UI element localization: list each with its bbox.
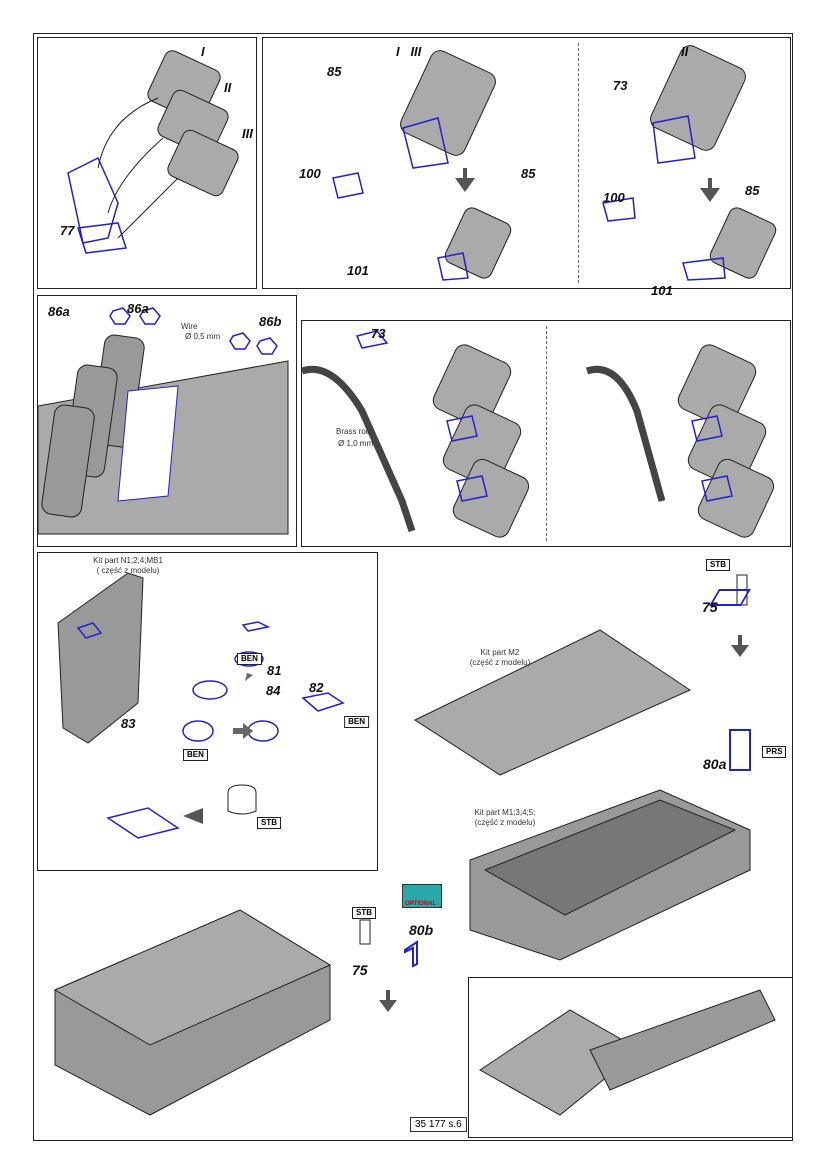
panel-cylinders-bracket: I II III 77 [37,37,257,289]
part-label: 86b [259,314,282,329]
rod-illustration [302,330,775,538]
material-tag: BEN [183,749,208,761]
part-label-80a: 80a [703,756,727,772]
divider [546,326,547,541]
panel-open-crate [468,977,793,1138]
part-label: 101 [651,283,673,298]
part-label-75: 75 [352,962,368,978]
material-tag-stb: STB [706,559,730,571]
jerrycan-illustration [57,572,345,839]
part-label: II [224,80,232,95]
panel-exhaust-nuts: 86a 86a 86b Wire Ø 0,5 mm [37,295,297,547]
material-tag: BEN [237,653,262,665]
part-label: 101 [347,263,369,278]
wire-label: Wire [181,322,198,331]
part-label: 83 [121,716,136,731]
part-label: 73 [613,78,628,93]
kit-part-note-sub: (część z modelu) [474,818,536,827]
roman-label: I III [396,44,422,59]
kit-part-note: Kit part N1;2;4;MB1 [93,556,163,565]
part-label: 85 [745,183,760,198]
part-label: 86a [127,301,149,316]
part-label: III [242,126,253,141]
panel-brass-rod: 73 Brass rod Ø 1,0 mm [301,320,791,547]
part-label: 85 [521,166,536,181]
kit-part-note-sub: ( część z modelu) [96,566,160,575]
part-label: 100 [603,190,625,205]
material-tag-stb: STB [352,907,376,919]
part-label: I [201,44,205,59]
kit-part-note: Kit part M2 [480,648,520,657]
part-label: 100 [299,166,321,181]
rod-label: Brass rod [336,427,371,436]
kit-part-note: Kit part M1;3;4;5; [474,808,536,817]
optional-label: OPTIONAL [405,901,436,907]
kit-part-note-sub: (część z modelu) [469,658,531,667]
part-label: 82 [309,680,324,695]
optional-icon: OPTIONAL [402,884,442,908]
material-tag: STB [257,817,281,829]
material-tag-prs: PRS [762,746,787,758]
mount-illustration [332,45,777,281]
rod-size: Ø 1,0 mm [338,439,374,448]
panel-jerrycan: Kit part N1;2;4;MB1 ( część z modelu) BE… [37,552,378,871]
cylinders-illustration [67,50,239,254]
divider [578,43,579,283]
roman-label: II [681,44,689,59]
wire-size: Ø 0,5 mm [185,332,221,341]
panel-cylinder-mount: 85 I III 100 101 85 73 II 100 85 101 [262,37,791,298]
part-label: 77 [60,223,75,238]
part-label: 81 [267,663,282,678]
part-label: 85 [327,64,342,79]
page-frame [33,33,793,1141]
part-label-75: 75 [702,599,718,615]
page-code: 35 177 s.6 [410,1117,467,1132]
exhaust-illustration [38,307,289,535]
part-label: 86a [48,304,70,319]
part-label-80b: 80b [409,922,434,938]
part-label: 84 [266,683,281,698]
part-label: 73 [371,326,386,341]
material-tag: BEN [344,716,369,728]
